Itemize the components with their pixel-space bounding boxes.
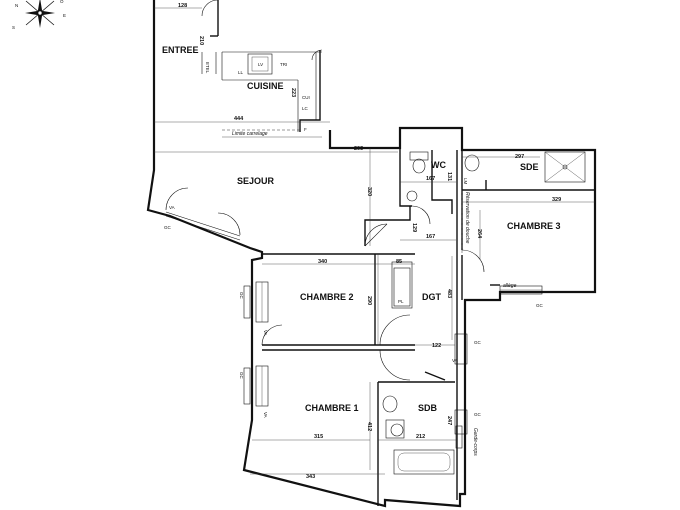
note-limite-carrelage: Limite carrelage (232, 131, 268, 137)
dim-412: 412 (366, 422, 372, 431)
label-gc-6: GC (164, 225, 172, 230)
room-chambre1: CHAMBRE 1 (305, 403, 359, 413)
room-entree: ENTREE (162, 45, 199, 55)
dim-85: 85 (396, 259, 402, 265)
label-va-2: VA (263, 412, 268, 418)
dim-290: 290 (366, 296, 372, 305)
exterior-walls (146, 0, 597, 508)
note-reservation-douche: Réservation de douche (464, 192, 470, 244)
dim-320: 320 (366, 187, 372, 196)
fixtures (382, 151, 586, 475)
label-gc-4: GC (239, 292, 244, 300)
dim-483: 483 (446, 289, 452, 298)
windows (165, 211, 543, 449)
dimension-lines (154, 7, 595, 475)
label-lm: LM (463, 178, 468, 185)
dim-212: 212 (416, 434, 425, 440)
label-f: F (304, 127, 307, 132)
label-va-3: VA (452, 358, 458, 363)
label-pl: PL (398, 299, 404, 304)
room-sdb: SDB (418, 403, 438, 413)
label-gc-3: GC (536, 303, 544, 308)
dim-129: 129 (411, 223, 417, 232)
label-va-4: VA (169, 205, 175, 210)
room-sde: SDE (520, 162, 539, 172)
dim-167a: 167 (426, 176, 435, 182)
room-chambre2: CHAMBRE 2 (300, 292, 354, 302)
dim-131: 131 (446, 172, 452, 181)
dim-247: 247 (446, 416, 452, 425)
label-gc-5: GC (239, 372, 244, 380)
label-lv: LV (258, 62, 263, 67)
room-cuisine: CUISINE (247, 81, 284, 91)
label-gc-1: GC (474, 340, 482, 345)
compass-rose: N E S O (12, 0, 66, 30)
compass-s: S (12, 25, 15, 30)
label-cui: CUI (302, 95, 310, 100)
note-allege: allège (503, 283, 517, 289)
door-swings (165, 0, 485, 381)
dim-264: 264 (476, 229, 482, 239)
dim-315: 315 (314, 434, 323, 440)
compass-n: N (15, 3, 18, 8)
label-ll: LL (238, 70, 244, 75)
dim-167b: 167 (426, 234, 435, 240)
dim-297: 297 (515, 154, 524, 160)
room-wc: WC (431, 160, 446, 170)
dim-122: 122 (432, 343, 441, 349)
note-garde-corps: Garde-corps (472, 428, 478, 456)
label-va-1: VA (263, 330, 268, 336)
label-gc-2: GC (474, 412, 482, 417)
label-etel: ETEL (205, 62, 210, 74)
dim-329: 329 (552, 197, 561, 203)
dim-343: 343 (306, 474, 315, 480)
dim-203: 203 (354, 146, 363, 152)
room-dgt: DGT (422, 292, 442, 302)
label-tri: TRI (280, 62, 287, 67)
room-chambre3: CHAMBRE 3 (507, 221, 561, 231)
compass-e: E (63, 13, 66, 18)
dim-128: 128 (178, 3, 187, 9)
room-sejour: SEJOUR (237, 176, 275, 186)
dim-223: 223 (290, 88, 296, 97)
interior-walls (262, 148, 595, 506)
compass-o: O (60, 0, 64, 4)
dim-444: 444 (234, 116, 244, 122)
dim-210: 210 (198, 36, 204, 45)
dim-340: 340 (318, 259, 327, 265)
label-lc: LC (302, 106, 309, 111)
